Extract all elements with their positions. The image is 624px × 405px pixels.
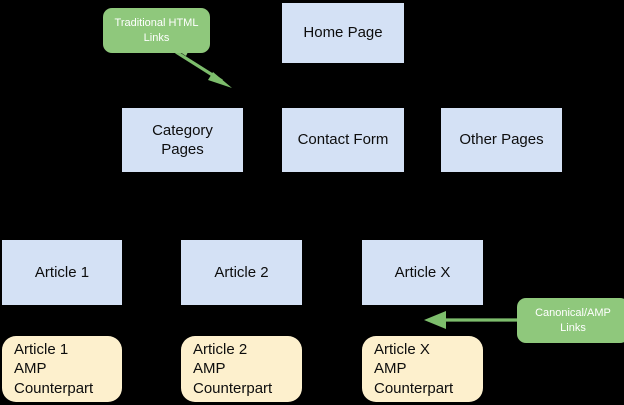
- node-article-2-amp-counterpart[interactable]: Article 2 AMP Counterpart: [181, 336, 302, 402]
- canonical-amp-links-arrow: [424, 311, 519, 329]
- node-article-2[interactable]: Article 2: [181, 240, 302, 305]
- node-home-page[interactable]: Home Page: [282, 3, 404, 63]
- callout-traditional-html-links[interactable]: Traditional HTML Links: [103, 8, 210, 53]
- node-contact-form[interactable]: Contact Form: [282, 108, 404, 172]
- node-article-x-amp-counterpart[interactable]: Article X AMP Counterpart: [362, 336, 483, 402]
- node-article-1[interactable]: Article 1: [2, 240, 122, 305]
- node-article-1-amp-counterpart[interactable]: Article 1 AMP Counterpart: [2, 336, 122, 402]
- node-article-x[interactable]: Article X: [362, 240, 483, 305]
- callout-canonical-amp-links[interactable]: Canonical/AMP Links: [517, 298, 624, 343]
- node-category-pages[interactable]: Category Pages: [122, 108, 243, 172]
- node-other-pages[interactable]: Other Pages: [441, 108, 562, 172]
